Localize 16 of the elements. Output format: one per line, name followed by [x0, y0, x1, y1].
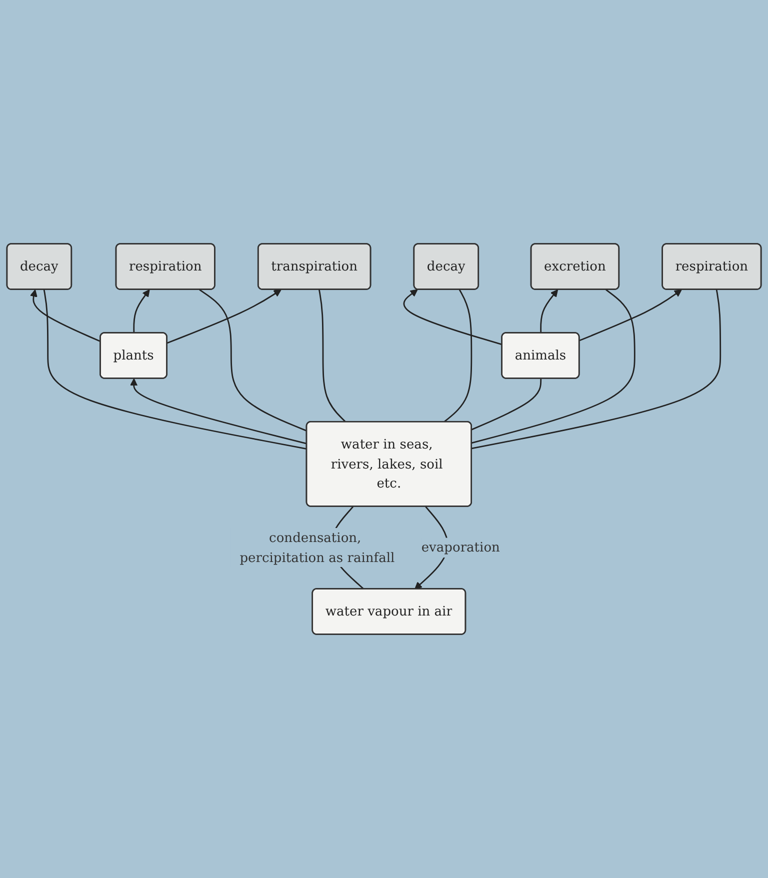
arrow [403, 289, 502, 346]
arrow [540, 289, 558, 334]
connector [472, 289, 636, 444]
arrow [166, 289, 282, 344]
connector [199, 289, 308, 432]
arrow [133, 289, 150, 334]
arrow [30, 289, 101, 342]
connector [318, 290, 346, 423]
connector [472, 378, 542, 430]
connector [472, 290, 722, 450]
edge-label: condensation, percipitation as rainfall [240, 530, 395, 565]
arrow [130, 378, 308, 444]
arrow [579, 289, 682, 342]
connector [443, 289, 472, 423]
connector [43, 290, 308, 450]
edge-label: evaporation [421, 539, 500, 556]
